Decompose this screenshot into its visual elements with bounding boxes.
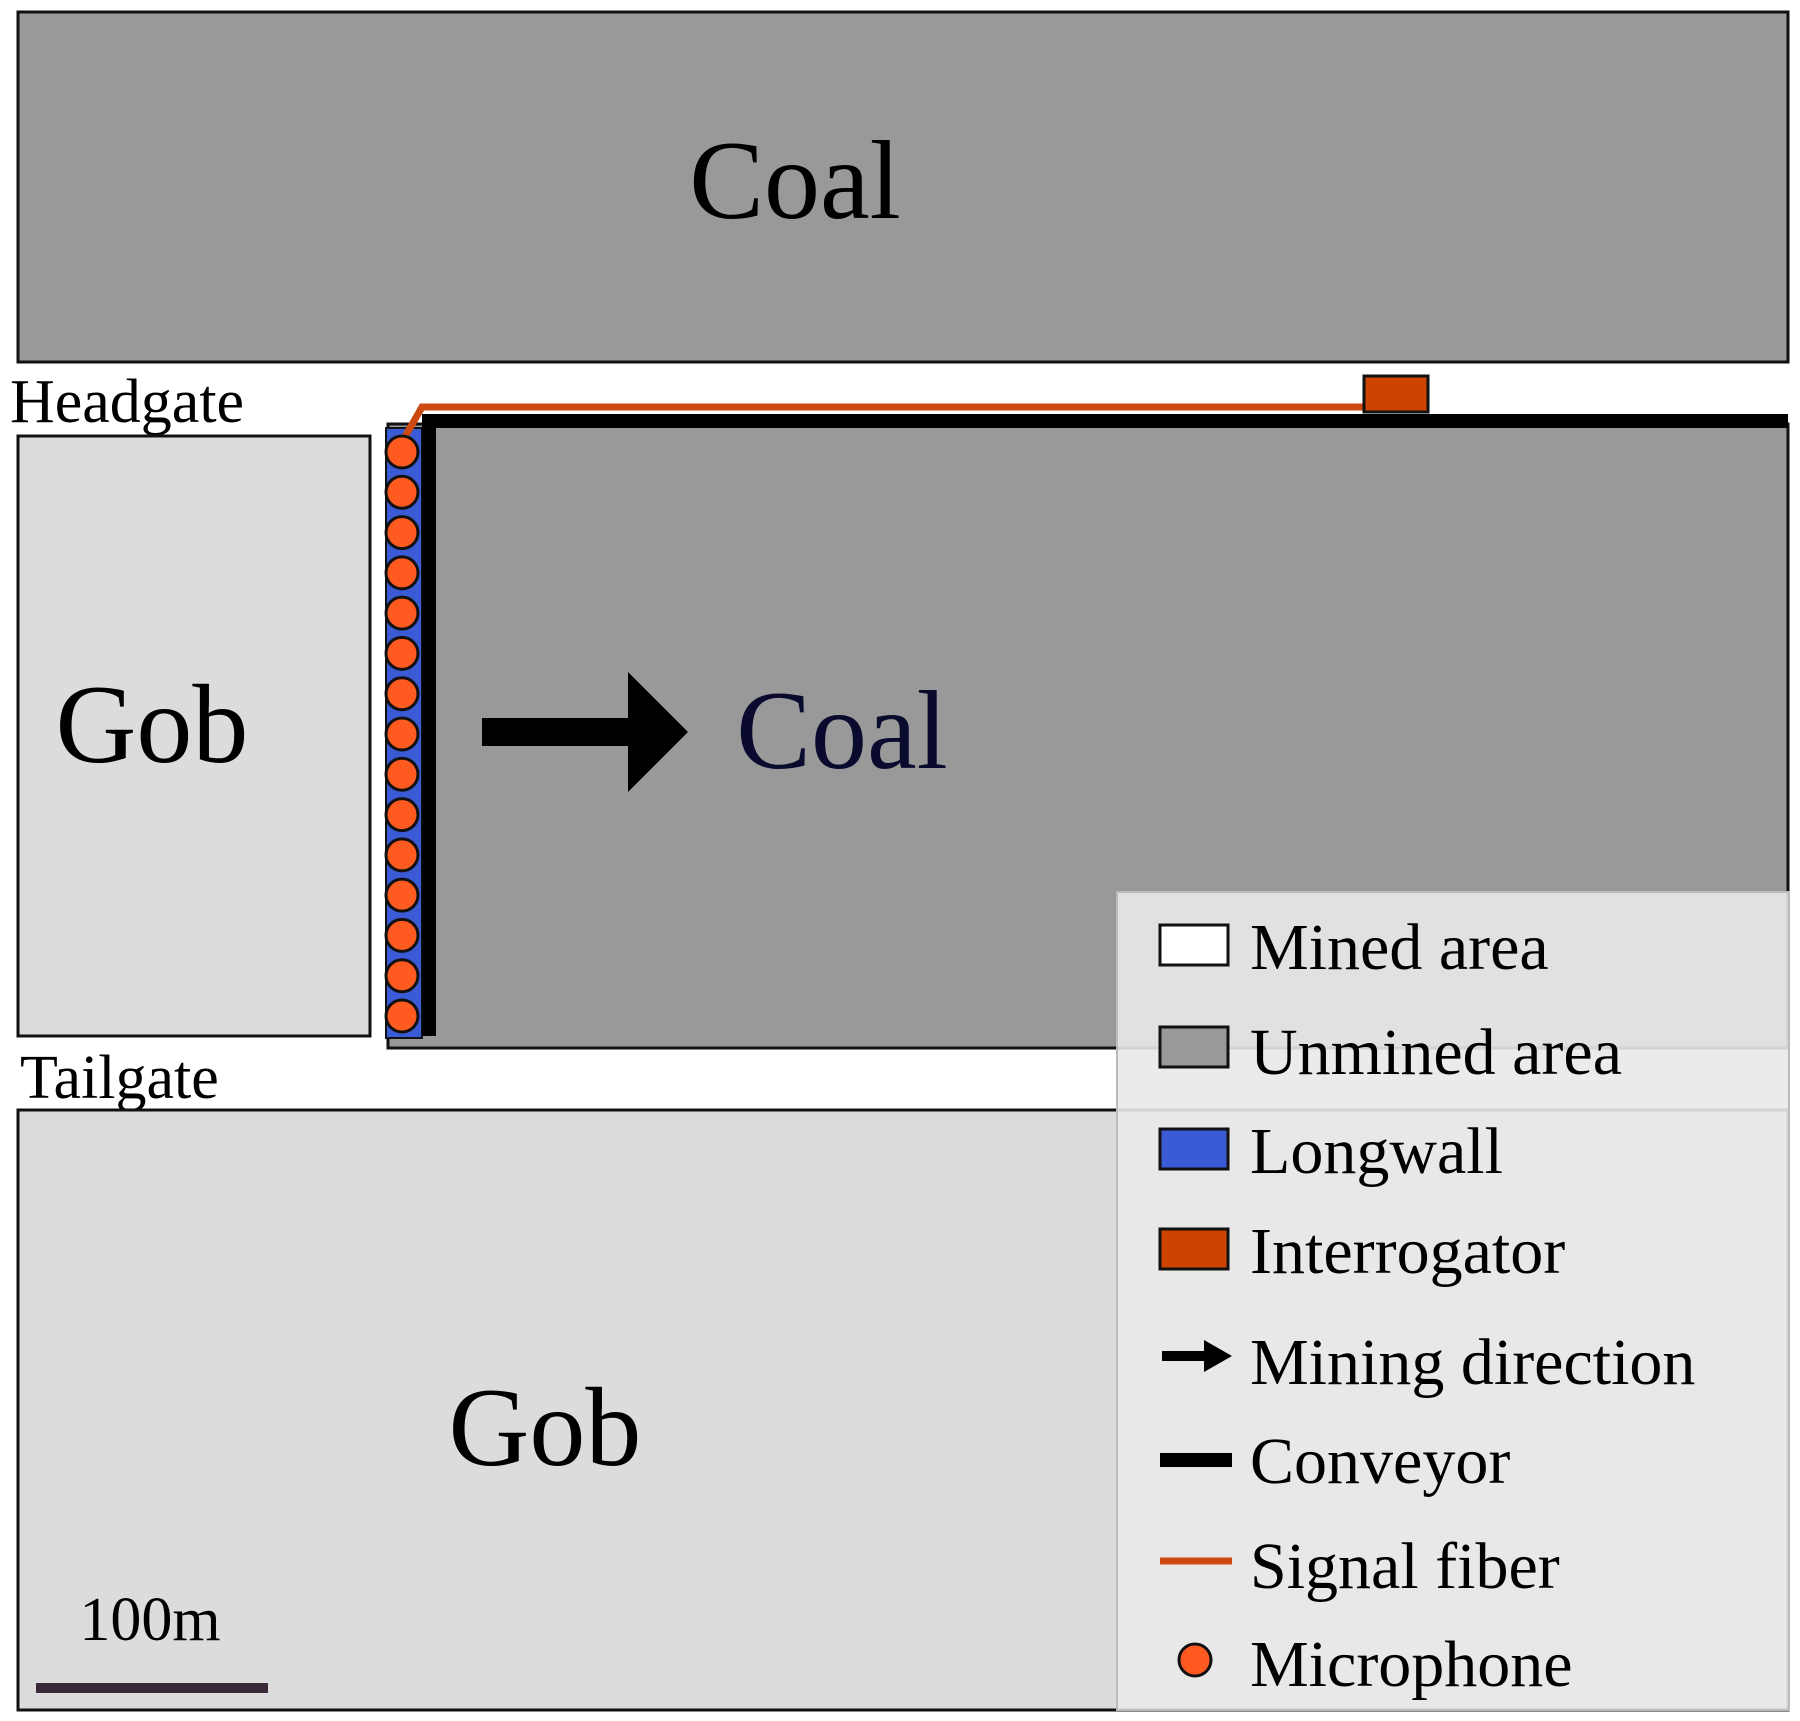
microphone	[384, 595, 420, 631]
mined-area-swatch	[1158, 923, 1230, 967]
microphone	[384, 917, 420, 953]
legend-label-interrogator: Interrogator	[1250, 1215, 1565, 1288]
coal-main-label: Coal	[736, 669, 948, 793]
legend-label-fiber: Signal fiber	[1250, 1530, 1560, 1603]
legend-label-direction: Mining direction	[1250, 1326, 1695, 1399]
scale-bar-label: 100m	[79, 1586, 220, 1654]
microphone	[384, 877, 420, 913]
microphone	[384, 434, 420, 470]
unmined-area-swatch	[1158, 1025, 1230, 1069]
microphone-array	[384, 434, 420, 1034]
microphone-dot-icon	[1177, 1642, 1213, 1678]
interrogator-swatch	[1158, 1227, 1230, 1271]
microphone	[384, 797, 420, 833]
coal-block-top	[16, 10, 1790, 364]
legend: Mined area Unmined area Longwall Interro…	[1116, 891, 1790, 1711]
legend-label-longwall: Longwall	[1250, 1115, 1503, 1188]
microphone	[384, 676, 420, 712]
coal-top-label: Coal	[689, 119, 901, 243]
arrow-right-icon	[1162, 1340, 1232, 1372]
microphone	[384, 998, 420, 1034]
legend-label-microphone: Microphone	[1250, 1628, 1573, 1701]
microphone	[384, 756, 420, 792]
longwall-swatch	[1158, 1127, 1230, 1171]
gob-left-label: Gob	[56, 663, 249, 787]
mining-direction-arrow	[482, 672, 688, 792]
interrogator-box	[1362, 374, 1430, 414]
legend-label-unmined: Unmined area	[1250, 1016, 1622, 1089]
microphone	[384, 555, 420, 591]
gob-bottom-label: Gob	[449, 1366, 642, 1490]
microphone	[384, 515, 420, 551]
legend-label-mined: Mined area	[1250, 911, 1549, 984]
headgate-label: Headgate	[10, 368, 244, 436]
microphone	[384, 837, 420, 873]
microphone	[384, 716, 420, 752]
tailgate-label: Tailgate	[20, 1044, 219, 1112]
microphone	[384, 474, 420, 510]
gob-block-left	[16, 434, 372, 1038]
signal-fiber	[398, 403, 1364, 444]
microphone	[384, 958, 420, 994]
legend-label-conveyor: Conveyor	[1250, 1425, 1510, 1498]
microphone	[384, 635, 420, 671]
